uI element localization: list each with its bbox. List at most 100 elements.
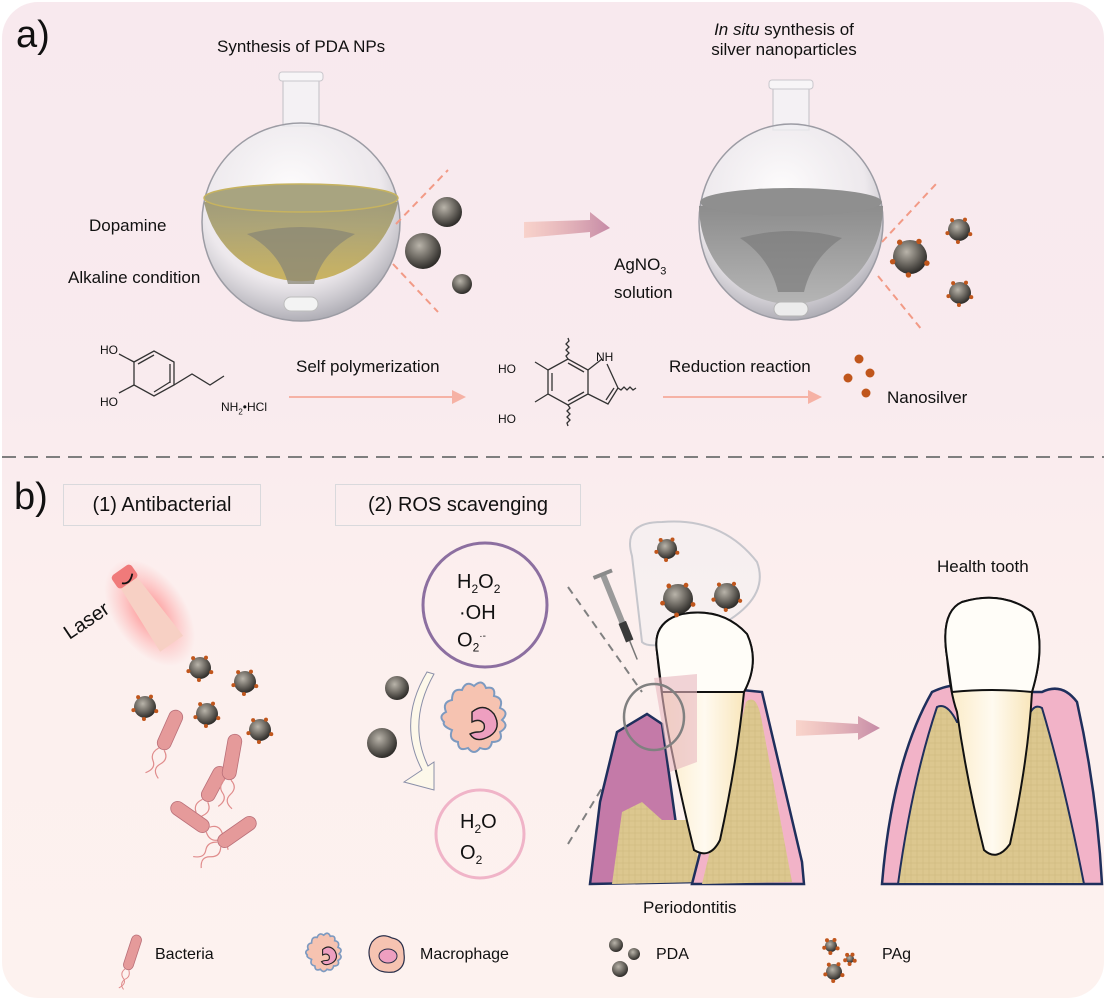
dopamine-ho-1: HO	[100, 343, 118, 357]
silver-dot	[216, 716, 221, 721]
agno3-text: AgNO	[614, 255, 661, 274]
dopamine-amine: NH2•HCl	[221, 400, 267, 416]
pag-particle	[946, 280, 974, 307]
silver-dot	[731, 581, 737, 586]
silver-dot	[683, 582, 689, 588]
scavenging-arrow	[402, 671, 435, 791]
healthy-tooth-label: Health tooth	[937, 557, 1029, 576]
silver-flask	[698, 79, 884, 321]
laser-device	[93, 550, 206, 675]
panel-a-label: a)	[16, 14, 50, 56]
silver-dot	[956, 302, 961, 307]
pag-particle	[246, 717, 274, 744]
silver-dot	[231, 683, 236, 688]
amine-text: NH	[221, 400, 239, 414]
legend-pda-label: PDA	[656, 946, 689, 963]
pag-particle	[131, 694, 159, 721]
pag-particle	[654, 537, 680, 562]
legend-pag-label: PAg	[882, 946, 912, 963]
silver-dot	[950, 218, 955, 223]
silver-dot	[822, 945, 827, 950]
superoxide-text: O2·-	[457, 629, 486, 655]
process-arrow	[524, 212, 610, 238]
ros-scavenging-box: (2) ROS scavenging	[335, 484, 581, 526]
silver-dot	[658, 537, 663, 542]
silver-dot	[711, 597, 716, 602]
pag-on-bacteria	[131, 655, 274, 744]
silver-dot	[141, 716, 146, 721]
silver-dot	[251, 718, 256, 723]
antibacterial-box: (1) Antibacterial	[63, 484, 261, 526]
silver-dot	[850, 952, 855, 957]
silver-dot	[675, 550, 680, 555]
silver-dot	[964, 280, 968, 285]
periodontitis-label: Periodontitis	[643, 898, 737, 917]
legend-pag-icon	[822, 937, 857, 983]
silver-dot	[664, 557, 669, 562]
dopamine-structure	[118, 350, 225, 397]
silver-dot	[916, 238, 922, 245]
pag-particle	[193, 701, 221, 728]
silver-dot	[654, 549, 659, 554]
pag-particle	[186, 655, 214, 682]
legend-macrophage-label: Macrophage	[420, 946, 509, 963]
treatment-arrow	[796, 716, 880, 740]
silver-dot	[946, 294, 951, 299]
pda-nanoparticles	[405, 197, 472, 294]
h2o2-text: H2O2	[457, 571, 501, 596]
healthy-tooth	[880, 596, 1104, 886]
silver-dot	[670, 537, 675, 542]
silver-dot	[945, 231, 950, 236]
silver-dot	[690, 602, 696, 607]
ros-circle	[421, 541, 549, 669]
zoom-line	[877, 275, 923, 331]
legend-bacteria-icon	[118, 934, 142, 990]
macrophage	[440, 681, 507, 753]
silver-dot	[835, 946, 840, 951]
silver-dot	[831, 978, 836, 983]
silver-dot	[826, 962, 831, 967]
reduction-reaction-label: Reduction reaction	[669, 357, 811, 376]
silver-dot	[716, 582, 722, 587]
pda-ho-2: HO	[498, 412, 516, 426]
pag-particle	[822, 937, 840, 955]
silver-dot	[968, 232, 973, 237]
zoom-line	[392, 263, 439, 313]
silver-dot	[828, 950, 833, 955]
silver-dot	[191, 656, 196, 661]
silver-dot	[924, 260, 930, 266]
dopamine-label: Dopamine	[89, 216, 167, 235]
ros-species: H2O2 ·OH O2·-	[457, 570, 500, 660]
silver-dot	[136, 695, 141, 700]
silver-dot	[845, 952, 850, 957]
solution-text: solution	[614, 283, 673, 303]
agno3-subscript: 3	[660, 265, 667, 278]
silver-dot	[256, 739, 261, 744]
periodontitis-tooth	[567, 520, 806, 886]
hydroxyl-text: ·OH	[459, 602, 496, 624]
silver-dot	[723, 607, 728, 613]
pda-flask	[201, 71, 401, 322]
silver-dot	[198, 702, 203, 707]
silver-dot	[969, 295, 974, 300]
silver-dot	[186, 669, 191, 674]
silver-dot	[264, 717, 268, 722]
pag-particle	[823, 962, 845, 983]
zoom-line	[881, 183, 937, 243]
pag-particle	[231, 669, 259, 696]
amine-subscript: 2	[238, 407, 243, 417]
bacterium	[145, 709, 184, 779]
silver-dot	[254, 684, 259, 689]
pda-ho-1: HO	[498, 362, 516, 376]
silver-dot	[269, 732, 274, 737]
silver-dot	[131, 708, 136, 713]
silver-dot	[241, 691, 246, 696]
panel-b-label: b)	[14, 476, 48, 518]
pda-synthesis-title: Synthesis of PDA NPs	[217, 37, 386, 56]
silver-dot	[203, 723, 208, 728]
agno3-label: AgNO3 solution	[614, 254, 673, 303]
bacterium	[193, 815, 257, 869]
silver-dot	[193, 715, 198, 720]
nanosilver-label: Nanosilver	[887, 388, 968, 407]
